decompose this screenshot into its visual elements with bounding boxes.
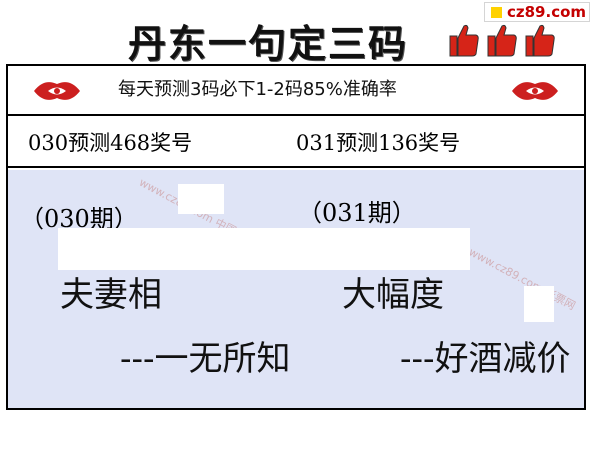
banner-row: 每天预测3码必下1-2码85%准确率 xyxy=(8,66,584,116)
phrase-left-2: ---一无所知 xyxy=(120,339,291,379)
welfare-lottery-logo-icon xyxy=(34,82,80,100)
riddle-area: www.cz89.com 中国彩票网 中 国 www.cz89.com 彩票网 … xyxy=(8,170,584,408)
cover-block xyxy=(524,286,554,322)
period-right: （031期） xyxy=(298,199,416,227)
cover-block xyxy=(178,184,224,214)
site-badge: cz89.com xyxy=(484,2,590,22)
thumbs-up-icon xyxy=(449,24,479,57)
cover-strip xyxy=(58,228,470,270)
prediction-left: 030预测468奖号 xyxy=(28,131,193,155)
site-badge-text: cz89.com xyxy=(507,3,587,21)
phrase-left-1: 夫妻相 xyxy=(60,275,162,315)
thumbs-up-icon xyxy=(487,24,517,57)
thumbs-group xyxy=(448,22,560,60)
thumbs-up-icon xyxy=(525,24,555,57)
predictions-row: 030预测468奖号 031预测136奖号 xyxy=(8,118,584,168)
badge-square-icon xyxy=(491,7,502,18)
page-title: 丹东一句定三码 xyxy=(128,21,409,66)
prediction-panel: 每天预测3码必下1-2码85%准确率 030预测468奖号 031预测136奖号… xyxy=(6,64,586,410)
welfare-lottery-logo-icon xyxy=(512,82,558,100)
phrase-right-1: 大幅度 xyxy=(342,275,444,315)
phrase-right-2: ---好酒减价 xyxy=(400,339,571,379)
banner-text: 每天预测3码必下1-2码85%准确率 xyxy=(118,79,397,100)
prediction-right: 031预测136奖号 xyxy=(296,131,461,155)
